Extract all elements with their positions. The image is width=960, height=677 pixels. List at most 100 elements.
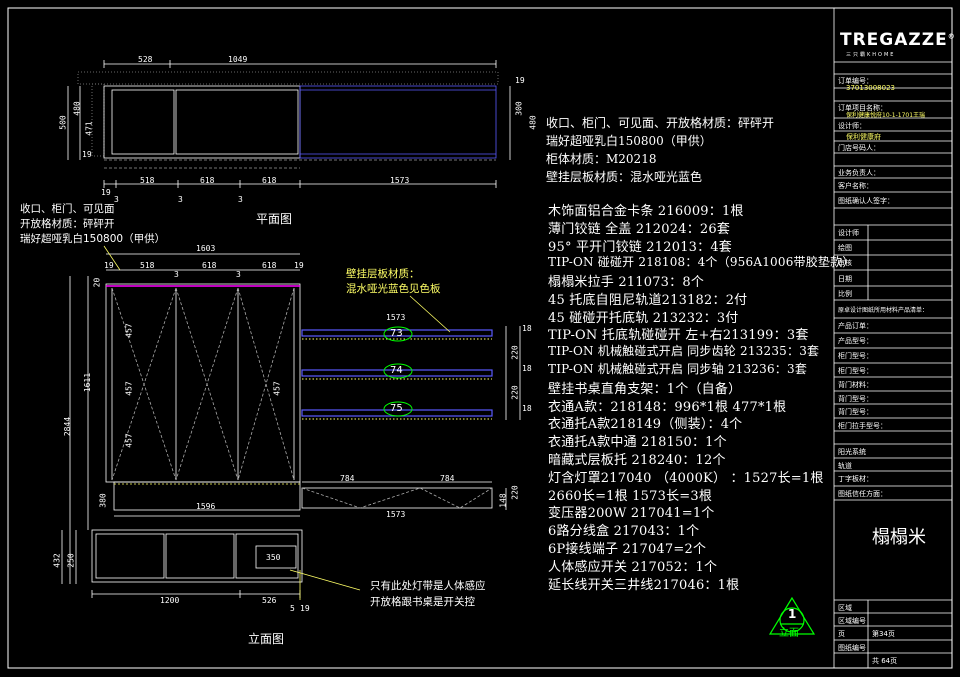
- plan-top-dim-1: 1049: [228, 55, 248, 64]
- drawing-border: [7, 7, 953, 669]
- symbol-number: 1: [788, 607, 797, 621]
- base-dim-4: 432: [52, 553, 62, 568]
- plan-left-dim-3: 19: [82, 150, 92, 159]
- note-top-line-0: 收口、柜门、可见面、开放格材质：砰砰开: [546, 116, 775, 130]
- hardware-item-13: 衣通托A款中通 218150：1个: [548, 435, 727, 450]
- tb-row-21: 图纸信任方面：: [838, 490, 887, 498]
- hardware-item-11: 衣通A款：218148：996*1根 477*1根: [548, 400, 787, 415]
- elev-top-dim-2: 518: [140, 261, 155, 270]
- elev-shelf-side-4: 18: [522, 404, 532, 413]
- elev-bottom-dim-2: 784: [340, 474, 355, 483]
- plan-bottom-dim-6: 618: [262, 176, 277, 185]
- tb-row-8: 比例: [838, 290, 852, 298]
- area-label: 区域: [838, 604, 852, 612]
- note-light-line-0: 只有此处灯带是人体感应: [370, 580, 486, 592]
- tb-row-2: 客户名称：: [838, 182, 873, 190]
- shelf-label-73: 73: [390, 328, 403, 339]
- tb-row-16: 背门型号：: [838, 408, 873, 416]
- plan-bottom-dim-5: 3: [238, 195, 243, 204]
- plan-bottom-dim-3: 3: [178, 195, 183, 204]
- hardware-item-21: 延长线开关三井线217046：1根: [548, 578, 740, 593]
- elev-left-dim-1: 1611: [83, 372, 93, 393]
- elev-bottom-dim-1: 380: [98, 493, 108, 508]
- elev-shelf-side-5: 220: [510, 485, 520, 500]
- note-left-line-2: 瑞好超哑乳白150800（甲供）: [20, 233, 166, 245]
- total-pages: 共 64页: [872, 657, 898, 665]
- elev-top-dim-7: 19: [294, 261, 304, 270]
- hardware-item-17: 变压器200W 217041=1个: [548, 506, 715, 521]
- elevation-title: 立面图: [248, 632, 285, 646]
- note-left-line-1: 开放格材质：砰砰开: [20, 218, 115, 230]
- tb-row-15: 背门型号：: [838, 395, 873, 403]
- elev-left-dim-0: 2844: [63, 416, 73, 437]
- hardware-item-9: TIP-ON 机械触碰式开启 同步轴 213236：3套: [548, 362, 808, 376]
- hardware-item-5: 45 托底自阻尼轨道213182：2付: [548, 293, 748, 308]
- tb-row-14: 背门材料：: [838, 381, 873, 389]
- area-code-label: 区域编号: [838, 617, 866, 625]
- hardware-item-7: TIP-ON 托底轨碰碰开 左+右213199：3套: [548, 328, 809, 343]
- plan-left-dim-2: 471: [84, 121, 94, 136]
- elev-mark-1: 19: [300, 604, 310, 613]
- elev-shelf-side-0: 18: [522, 324, 532, 333]
- plan-left-dim-1: 480: [72, 101, 82, 116]
- elev-top-dim-3: 3: [174, 270, 179, 279]
- hardware-item-14: 暗藏式层板托 218240：12个: [548, 453, 726, 468]
- note-shelf-line-0: 壁挂层板材质：: [346, 268, 420, 280]
- brand-subtitle: 三只霸KHOME: [846, 52, 896, 58]
- tb-row-17: 柜门拉手型号：: [838, 422, 887, 430]
- elev-mark-0: 5: [290, 604, 295, 613]
- plan-title: 平面图: [256, 212, 293, 226]
- tb-row-3: 图纸确认人签字：: [838, 197, 894, 205]
- hardware-item-3: TIP-ON 碰碰开 218108：4个（956A1006带胶垫款）: [548, 255, 855, 269]
- tb-row-19: 轨道: [838, 462, 852, 470]
- hardware-item-12: 衣通托A款218149（侧装）：4个: [548, 417, 743, 432]
- plan-bottom-dim-1: 3: [114, 195, 119, 204]
- page-value: 第34页: [872, 630, 895, 638]
- tb-row-18: 阳光系统: [838, 448, 866, 456]
- hardware-item-4: 榻榻米拉手 211073：8个: [548, 275, 705, 290]
- note-top-line-2: 柜体材质：M20218: [546, 152, 657, 166]
- tb-row-4: 设计师: [838, 229, 859, 237]
- elev-top-dim-5: 3: [236, 270, 241, 279]
- project-label: 订单项目名称：: [838, 104, 887, 112]
- hardware-item-16: 2660长=1根 1573长=3根: [548, 489, 713, 504]
- order-no-value: 37013008023: [846, 84, 895, 92]
- shelf-label-75: 75: [390, 403, 403, 414]
- door-dim-2: 457: [124, 433, 134, 448]
- shelf-label-74: 74: [390, 365, 403, 376]
- designer-label: 设计师：: [838, 122, 866, 130]
- elev-left-dim-2: 20: [92, 277, 102, 288]
- order-no-label: 订单编号：: [838, 77, 873, 85]
- page-label: 页: [838, 630, 845, 638]
- designer-value: 保利健康府: [846, 133, 881, 141]
- plan-top-dim-0: 528: [138, 55, 153, 64]
- tb-row-11: 产品型号：: [838, 337, 873, 345]
- hardware-item-20: 人体感应开关 217052：1个: [548, 560, 718, 575]
- tb-row-9: 原卓设计图纸所用材料产品清单：: [838, 307, 929, 314]
- base-dim-0: 1200: [160, 596, 180, 605]
- elevation-symbol: [768, 596, 816, 635]
- note-top-line-1: 瑞好超哑乳白150800（甲供）: [546, 134, 712, 148]
- tb-row-20: 丁字板材：: [838, 475, 873, 483]
- door-dim-0: 457: [124, 323, 134, 338]
- elev-top-dim-6: 618: [262, 261, 277, 270]
- note-shelf-line-1: 混水哑光蓝色见色板: [346, 283, 441, 295]
- drawing-no-label: 图纸编号: [838, 644, 866, 652]
- tb-row-12: 柜门型号：: [838, 352, 873, 360]
- tb-row-7: 日期: [838, 275, 852, 283]
- plan-bottom-dim-4: 618: [200, 176, 215, 185]
- brand-logo: TREGAZZE®: [840, 30, 956, 50]
- tb-row-1: 业务负责人：: [838, 169, 880, 177]
- plan-bottom-dim-0: 19: [101, 188, 111, 197]
- tb-row-5: 绘图: [838, 244, 852, 252]
- symbol-label: 立面: [779, 628, 799, 639]
- plan-view: [67, 60, 511, 188]
- plan-bottom-dim-7: 1573: [390, 176, 410, 185]
- shelf-label-markers: [383, 326, 413, 417]
- tb-row-6: 审核: [838, 259, 852, 267]
- hardware-item-0: 木饰面铝合金卡条 216009：1根: [548, 204, 744, 219]
- plan-left-dim-0: 500: [58, 115, 68, 130]
- base-dim-1: 526: [262, 596, 277, 605]
- hardware-item-2: 95° 平开门铰链 212013：4套: [548, 240, 733, 255]
